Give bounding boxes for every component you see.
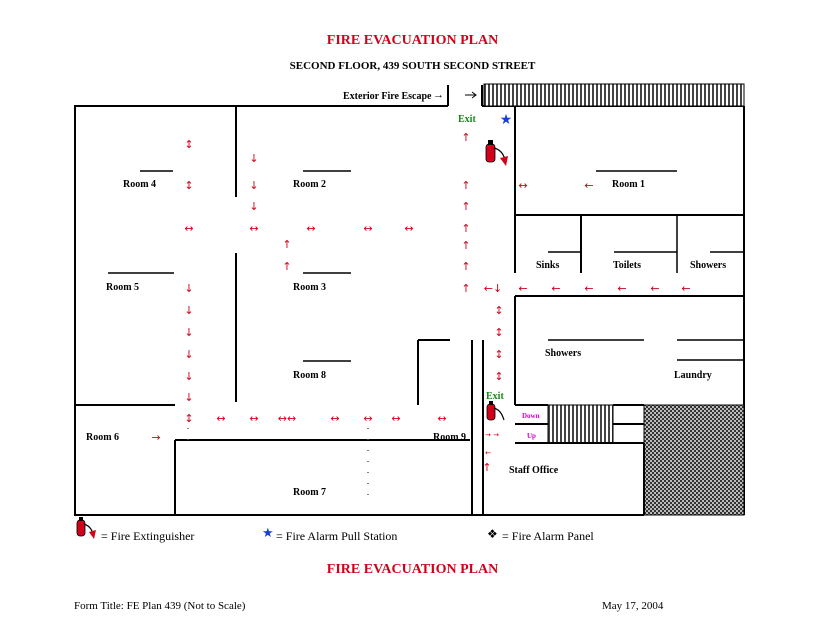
svg-text:↓: ↓ [184,348,193,361]
svg-text:↕: ↕ [494,304,503,317]
stairs-down-label: Down [522,412,540,420]
svg-text:↑: ↑ [461,131,470,144]
svg-text:↓: ↓ [184,370,193,383]
legend-alarm-panel: = Fire Alarm Panel [502,529,594,543]
staff-office-label: Staff Office [509,465,559,476]
restricted-area [643,404,745,516]
svg-text:↕: ↕ [184,412,193,425]
form-title: Form Title: FE Plan 439 (Not to Scale) [74,600,246,612]
svg-text:↑: ↑ [461,282,470,295]
fire-extinguisher-icon [485,140,508,166]
svg-text:↓: ↓ [249,179,258,192]
page-subtitle: SECOND FLOOR, 439 SOUTH SECOND STREET [289,60,536,72]
svg-text:↑: ↑ [461,239,470,252]
diamond-icon: ❖ [487,527,498,541]
svg-text:↑: ↑ [461,179,470,192]
date-label: May 17, 2004 [602,600,664,612]
svg-text:↑: ↑ [461,200,470,213]
legend-extinguisher: = Fire Extinguisher [101,529,195,543]
svg-text:←↓: ←↓ [484,282,502,295]
showers-top-label: Showers [690,260,727,271]
laundry-label: Laundry [674,370,712,381]
svg-text:↕: ↕ [494,348,503,361]
svg-text:↑: ↑ [482,461,491,474]
svg-text:↓: ↓ [184,326,193,339]
svg-text:←: ← [584,179,593,192]
svg-text:↕: ↕ [184,138,193,151]
room-3-label: Room 3 [293,282,327,293]
svg-text:↔: ↔ [363,412,372,425]
pull-station-star: ★ [500,112,513,128]
svg-text:↔: ↔ [216,412,225,425]
footer-title: FIRE EVACUATION PLAN [326,562,499,577]
fire-escape-arrow-glyph: → [433,89,444,101]
room-8-label: Room 8 [293,370,327,381]
svg-text:↓: ↓ [184,391,193,404]
svg-text:↑: ↑ [461,222,470,235]
toilets-label: Toilets [613,260,641,271]
svg-text:↔: ↔ [249,412,258,425]
svg-text:←: ← [650,282,659,295]
svg-text:←: ← [551,282,560,295]
svg-text:↕: ↕ [494,326,503,339]
room-5-label: Room 5 [106,282,140,293]
svg-text:↕: ↕ [494,370,503,383]
room-6-label: Room 6 [86,432,120,443]
svg-text:↔: ↔ [184,222,193,235]
fire-escape-arrow [465,91,477,99]
interior-walls [75,106,744,515]
svg-text:←: ← [485,449,491,457]
svg-text:↑: ↑ [282,260,291,273]
showers-mid-label: Showers [545,348,582,359]
svg-text:↔: ↔ [437,412,446,425]
svg-text:←: ← [681,282,690,295]
svg-text:←: ← [584,282,593,295]
svg-text:→ →: → → [485,431,499,439]
room-2-label: Room 2 [293,179,327,190]
fire-escape-label: Exterior Fire Escape [343,91,432,102]
svg-text:↓: ↓ [184,282,193,295]
interior-stair [547,404,614,444]
svg-text:↔↔: ↔↔ [278,412,296,425]
svg-text:↑: ↑ [282,238,291,251]
room-9-label: Room 9 [433,432,467,443]
dotted-lines [187,428,369,495]
stairs-up-label: Up [527,432,536,440]
legend-pull-station: = Fire Alarm Pull Station [276,529,398,543]
fire-extinguisher-icon [486,401,505,421]
star-icon: ★ [262,526,274,541]
room-7-label: Room 7 [293,487,327,498]
exit-label-bottom: Exit [486,391,504,402]
svg-text:↔: ↔ [404,222,413,235]
room-4-label: Room 4 [123,179,157,190]
page-title: FIRE EVACUATION PLAN [326,33,499,48]
svg-text:↓: ↓ [249,152,258,165]
svg-text:↓: ↓ [249,200,258,213]
svg-text:↔: ↔ [363,222,372,235]
svg-text:↔: ↔ [306,222,315,235]
room-1-label: Room 1 [612,179,646,190]
sinks-label: Sinks [536,260,560,271]
svg-text:↕: ↕ [184,179,193,192]
svg-text:↔: ↔ [518,179,527,192]
fire-extinguisher-icon [76,517,96,539]
svg-text:↑: ↑ [461,260,470,273]
svg-text:↔: ↔ [330,412,339,425]
exit-label-top: Exit [458,114,476,125]
svg-text:↔: ↔ [249,222,258,235]
evacuation-arrows: ↕ ↕ ↓ ↓ ↓ ↓ ↓ ↓ ↕ ↓ ↓ ↓ ↑ ↑ ↔ ↔ ↔ ↔ ↔ ↑ … [151,131,690,474]
svg-text:→: → [151,431,160,444]
fixtures [108,170,744,441]
svg-text:←: ← [518,282,527,295]
fire-escape-stair [483,83,745,107]
svg-text:↔: ↔ [391,412,400,425]
svg-text:←: ← [617,282,626,295]
svg-text:↓: ↓ [184,304,193,317]
